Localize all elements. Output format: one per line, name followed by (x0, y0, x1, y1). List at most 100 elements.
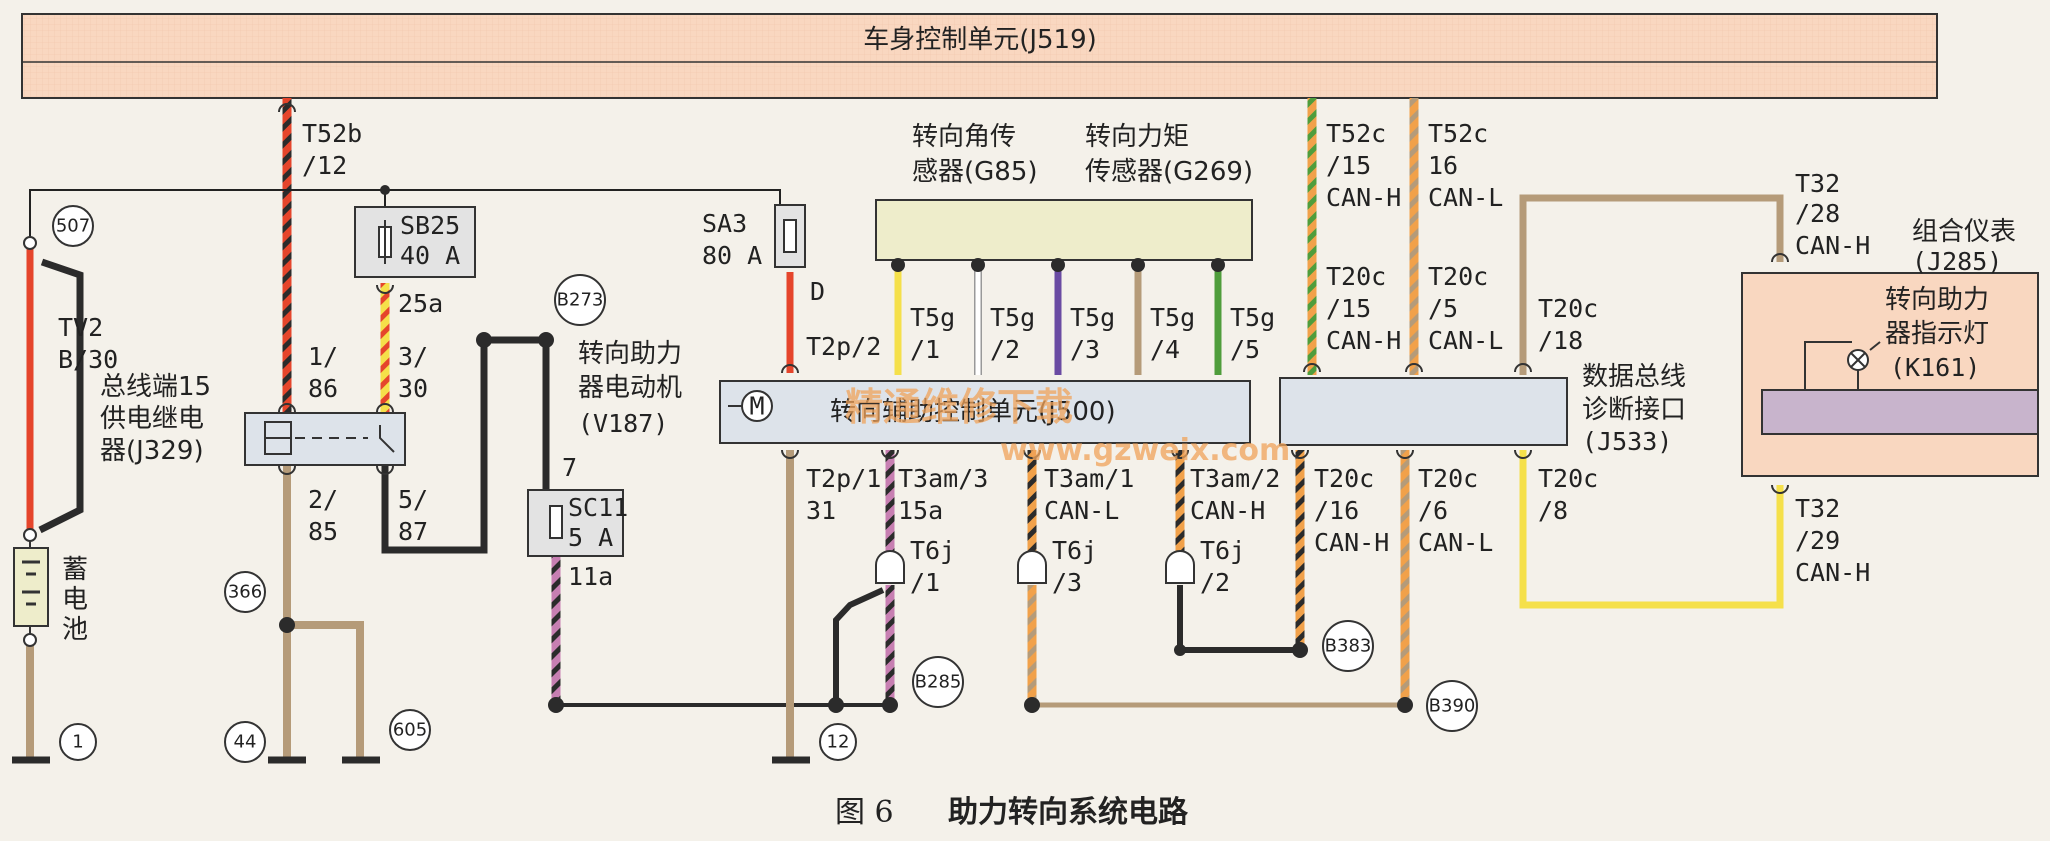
svg-text:CAN-L: CAN-L (1428, 326, 1503, 355)
motor-code: (V187) (578, 409, 668, 438)
svg-text:/16: /16 (1314, 496, 1359, 525)
pin-labels: T52b /12 TV2 B/30 25a 1/ 86 3/ 30 2/ 85 … (58, 119, 1870, 597)
svg-text:12: 12 (827, 732, 850, 753)
svg-text:5/: 5/ (398, 485, 428, 514)
svg-text:T32: T32 (1795, 494, 1840, 523)
svg-text:605: 605 (393, 720, 427, 741)
sa3-name: SA3 (702, 209, 747, 238)
svg-text:T20c: T20c (1538, 294, 1598, 323)
angle-sensor-line2: 感器(G85) (912, 157, 1038, 187)
svg-text:/28: /28 (1795, 199, 1840, 228)
circle-b285: B285 (912, 656, 964, 708)
lamp-line2: 器指示灯 (1885, 319, 1989, 349)
circle-605: 605 (389, 709, 431, 751)
relay-j329 (244, 412, 406, 466)
svg-text:CAN-H: CAN-H (1190, 496, 1265, 525)
svg-text:B285: B285 (915, 672, 962, 693)
svg-text:CAN-H: CAN-H (1795, 558, 1870, 587)
svg-text:T52c: T52c (1326, 119, 1386, 148)
svg-text:T6j: T6j (1052, 536, 1097, 565)
svg-text:507: 507 (56, 216, 90, 237)
battery-char-3: 池 (62, 615, 88, 645)
figure-caption: 图 6 助力转向系统电路 (835, 795, 1189, 830)
svg-text:11a: 11a (568, 562, 613, 591)
svg-text:/3: /3 (1070, 335, 1100, 364)
gateway-line2: 诊断接口 (1582, 395, 1686, 425)
circle-507: 507 (52, 205, 94, 247)
svg-text:T20c: T20c (1314, 464, 1374, 493)
lamp-line1: 转向助力 (1885, 285, 1989, 315)
svg-text:/8: /8 (1538, 496, 1568, 525)
steering-title: 转向辅助控制单元(J500) (830, 397, 1116, 427)
svg-text:44: 44 (234, 732, 257, 753)
svg-text:/5: /5 (1230, 335, 1260, 364)
svg-text:25a: 25a (398, 289, 443, 318)
torque-sensor-line1: 转向力矩 (1085, 122, 1189, 152)
svg-text:86: 86 (308, 374, 338, 403)
connectors-t6j (875, 550, 1195, 584)
svg-text:T5g: T5g (1230, 303, 1275, 332)
sc11-name: SC11 (568, 493, 628, 522)
bcm-title: 车身控制单元(J519) (863, 25, 1097, 55)
fuse-sc11: SC11 5 A (527, 489, 628, 557)
svg-text:366: 366 (228, 582, 262, 603)
motor-labels: 转向助力 器电动机 (V187) (578, 339, 682, 438)
steering-control-unit: M 转向辅助控制单元(J500) (719, 380, 1251, 444)
svg-text:T2p/1: T2p/1 (806, 464, 881, 493)
svg-text:/6: /6 (1418, 496, 1448, 525)
svg-text:B383: B383 (1325, 636, 1372, 657)
instrument-cluster: 组合仪表 (J285) 转向助力 器指示灯 (K161) (1741, 217, 2039, 477)
svg-text:CAN-L: CAN-L (1418, 528, 1493, 557)
svg-text:T6j: T6j (1200, 536, 1245, 565)
svg-text:87: 87 (398, 517, 428, 546)
body-control-module: 车身控制单元(J519) (21, 13, 1938, 99)
svg-text:/15: /15 (1326, 294, 1371, 323)
svg-text:T5g: T5g (1070, 303, 1115, 332)
svg-text:T5g: T5g (1150, 303, 1195, 332)
svg-text:T3am/3: T3am/3 (898, 464, 988, 493)
sc11-rating: 5 A (568, 523, 613, 552)
circle-b390: B390 (1426, 680, 1478, 732)
caption-text: 助力转向系统电路 (948, 795, 1189, 830)
circle-b383: B383 (1322, 620, 1374, 672)
svg-text:T6j: T6j (910, 536, 955, 565)
svg-text:/5: /5 (1428, 294, 1458, 323)
battery-char-2: 电 (62, 585, 88, 615)
relay-name-1: 总线端15 (100, 372, 211, 402)
svg-text:/18: /18 (1538, 326, 1583, 355)
fuse-sa3: SA3 80 A (702, 204, 806, 270)
watermark-url: www.gzweix.com (1000, 433, 1290, 468)
motor-symbol: M (749, 392, 764, 421)
torque-sensor-line2: 传感器(G269) (1085, 157, 1253, 187)
watermark: 精通维修下载 www.gzweix.com (845, 385, 1290, 468)
battery: 蓄 电 池 (13, 535, 88, 645)
motor-line1: 转向助力 (578, 339, 682, 369)
splice-dots (279, 185, 1413, 713)
fuse-sb25: SB25 40 A (354, 206, 476, 278)
cluster-code: (J285) (1912, 247, 2002, 276)
svg-text:85: 85 (308, 517, 338, 546)
svg-text:/3: /3 (1052, 568, 1082, 597)
svg-text:CAN-H: CAN-H (1795, 231, 1870, 260)
svg-text:T32: T32 (1795, 169, 1840, 198)
svg-text:/29: /29 (1795, 526, 1840, 555)
lamp-code: (K161) (1890, 353, 1980, 382)
relay-name-3: 器(J329) (100, 436, 204, 466)
sb25-rating: 40 A (400, 241, 460, 270)
terminals (23, 236, 37, 647)
pin-arcs (278, 103, 1789, 494)
caption-fig: 图 6 (835, 795, 894, 830)
svg-text:B390: B390 (1429, 696, 1476, 717)
svg-text:/2: /2 (990, 335, 1020, 364)
svg-text:CAN-L: CAN-L (1044, 496, 1119, 525)
wires (26, 98, 1784, 760)
svg-text:T20c: T20c (1428, 262, 1488, 291)
svg-text:7: 7 (562, 453, 577, 482)
svg-text:/1: /1 (910, 568, 940, 597)
svg-text:B/30: B/30 (58, 345, 118, 374)
svg-text:CAN-H: CAN-H (1326, 326, 1401, 355)
svg-text:1/: 1/ (308, 342, 338, 371)
circle-labels: 507 366 44 605 1 12 B273 B285 B383 B390 (52, 205, 1478, 763)
svg-text:D: D (810, 277, 825, 306)
